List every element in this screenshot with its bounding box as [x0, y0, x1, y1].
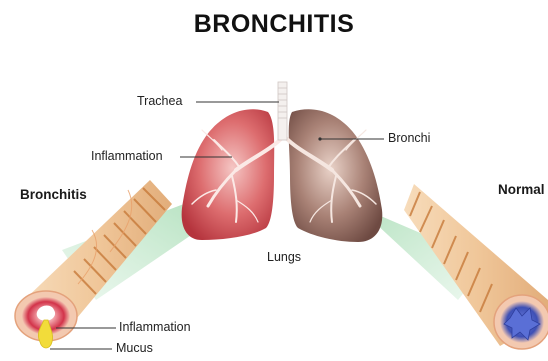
label-trachea: Trachea — [137, 94, 182, 108]
left-lung — [182, 109, 275, 240]
label-lungs: Lungs — [267, 250, 301, 264]
label-bronchi: Bronchi — [388, 131, 430, 145]
diagram-title: BRONCHITIS — [0, 10, 548, 39]
label-bronchitis-side: Bronchitis — [20, 187, 87, 202]
bronchi-leader-dot — [318, 137, 321, 140]
label-inflammation-tube: Inflammation — [119, 320, 191, 334]
trachea — [278, 82, 287, 140]
label-normal-side: Normal — [498, 182, 548, 197]
label-normal-side-text: Normal — [498, 182, 545, 197]
label-inflammation-lung: Inflammation — [91, 149, 163, 163]
label-mucus: Mucus — [116, 341, 153, 355]
